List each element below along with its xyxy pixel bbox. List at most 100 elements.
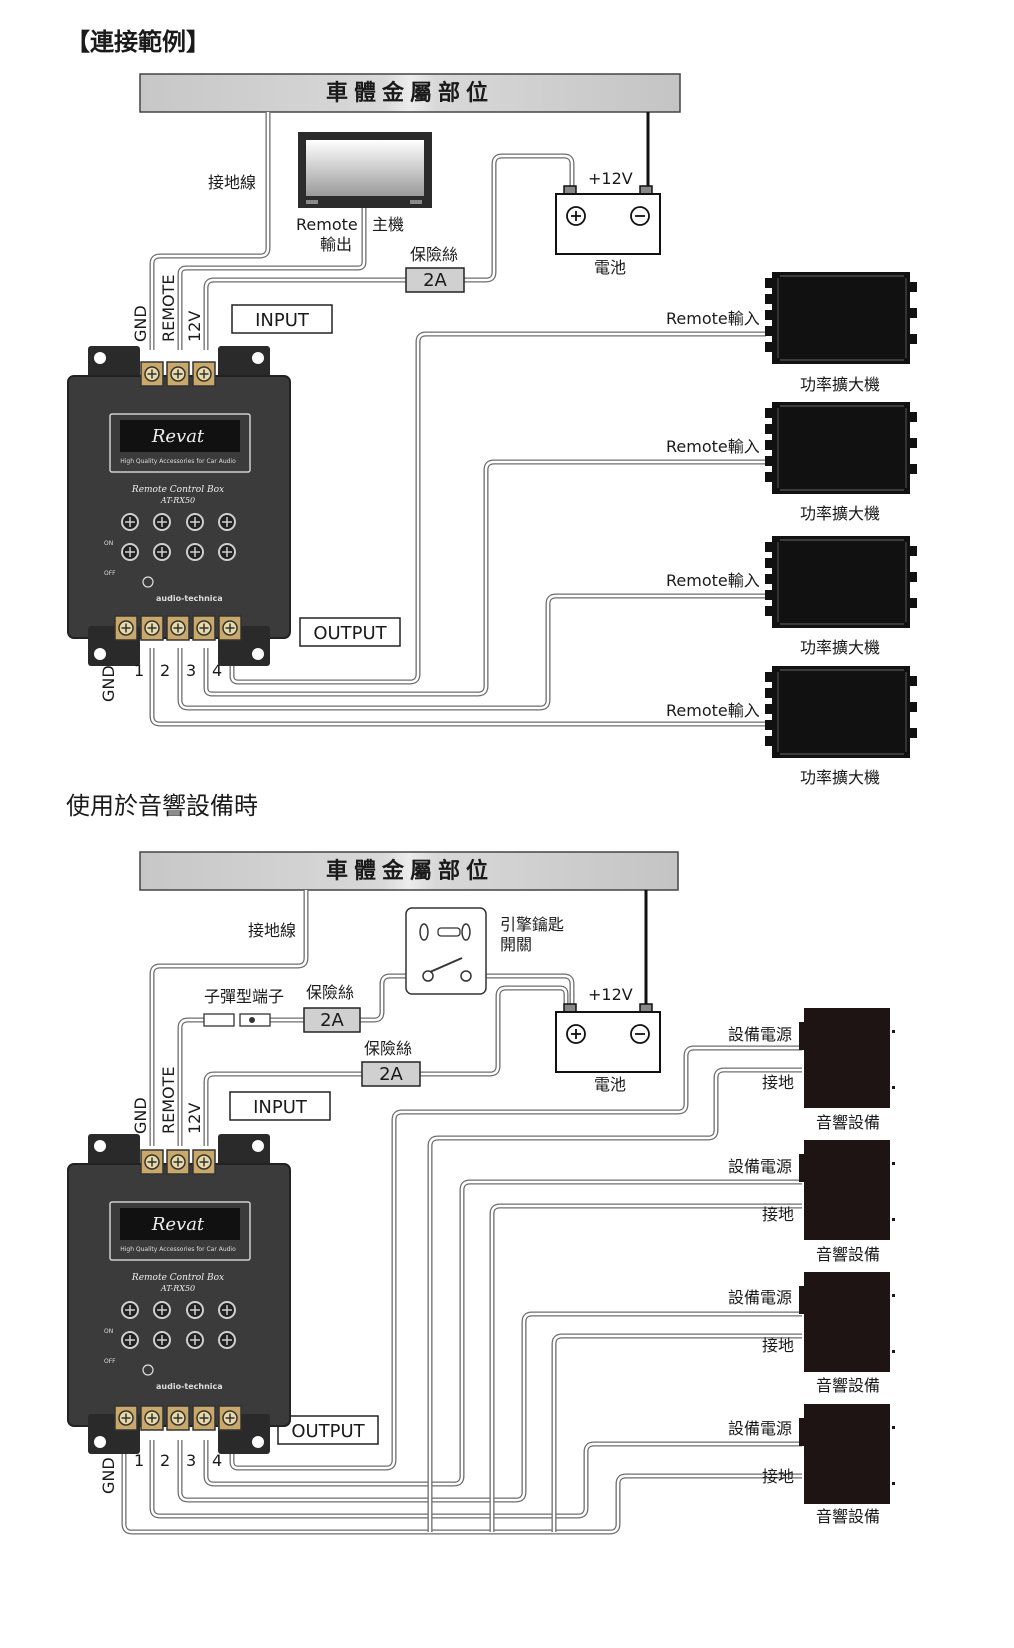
out-num-4: 4 [212, 661, 222, 680]
term-gnd-2: GND [131, 1097, 150, 1134]
device-label-3: 音響設備 [816, 1376, 880, 1395]
amp-label-1: 功率擴大機 [800, 375, 880, 394]
battery [555, 185, 661, 255]
out-num-1: 1 [134, 661, 144, 680]
amplifier-1 [764, 271, 918, 365]
fuse-label-2a: 保險絲 [306, 983, 354, 1002]
out-gnd-2: GND [99, 1457, 118, 1494]
remote-in-3: Remote輸入 [666, 571, 760, 590]
bullet-connector [203, 1013, 271, 1027]
audio-device-1 [799, 1008, 895, 1108]
head-unit-monitor [298, 132, 432, 208]
input-label-2: INPUT [253, 1097, 308, 1118]
amp-label-4: 功率擴大機 [800, 768, 880, 787]
input-box [231, 304, 333, 334]
fuse [405, 267, 465, 293]
remote-in-2: Remote輸入 [666, 437, 760, 456]
fuse-2a [303, 1007, 361, 1033]
amplifier-3 [764, 535, 918, 629]
out-num-2-3: 3 [186, 1451, 196, 1470]
remote-in-1: Remote輸入 [666, 309, 760, 328]
battery-label-2: 電池 [594, 1075, 626, 1094]
remote-output-label: Remote [296, 215, 358, 234]
out-num-2-1: 1 [134, 1451, 144, 1470]
plus12v-label-2: +12V [588, 985, 633, 1004]
chassis-label: 車體金屬部位 [326, 80, 494, 106]
brand-logo-2: Revat [151, 1214, 205, 1235]
amp-label-2: 功率擴大機 [800, 504, 880, 523]
section1-title: 【連接範例】 [66, 28, 210, 56]
plus12v-label: +12V [588, 169, 633, 188]
on-label-2: ON [104, 1328, 113, 1335]
wires-section2 [121, 890, 802, 1535]
ignition-switch [405, 907, 487, 995]
brand-logo: Revat [151, 426, 205, 447]
ground-label-3: 接地 [762, 1336, 794, 1355]
ground-label-1: 接地 [762, 1073, 794, 1092]
input-box-2 [229, 1091, 331, 1121]
chassis-label-2: 車體金屬部位 [326, 858, 494, 884]
box-name-2: Remote Control Box [131, 1273, 224, 1283]
ground-label-4: 接地 [762, 1467, 794, 1486]
ground-wire-label: 接地線 [208, 173, 256, 192]
amplifier-2 [764, 401, 918, 495]
remote-in-4: Remote輸入 [666, 701, 760, 720]
battery-2 [555, 1003, 661, 1073]
ground-label-2: 接地 [762, 1205, 794, 1224]
wires-section1 [149, 112, 766, 727]
amp-label-3: 功率擴大機 [800, 638, 880, 657]
section2-title: 使用於音響設備時 [66, 792, 258, 820]
input-label: INPUT [255, 310, 310, 331]
amplifier-4 [764, 665, 918, 759]
bullet-label: 子彈型端子 [204, 987, 284, 1006]
term-12v-2: 12V [185, 1103, 204, 1134]
fuse-label-2b: 保險絲 [364, 1039, 412, 1058]
out-gnd: GND [99, 665, 118, 702]
out-num-2: 2 [160, 661, 170, 680]
maker-logo: audio-technica [156, 594, 223, 603]
ignition-label2: 開關 [500, 935, 532, 954]
out-num-3: 3 [186, 661, 196, 680]
power-label-3: 設備電源 [728, 1288, 792, 1307]
output-box-2 [277, 1415, 379, 1445]
brand-tagline: High Quality Accessories for Car Audio [120, 458, 236, 465]
device-label-2: 音響設備 [816, 1245, 880, 1264]
brand-tagline-2: High Quality Accessories for Car Audio [120, 1246, 236, 1253]
fuse-2b [361, 1061, 421, 1087]
chassis-bar [139, 73, 681, 113]
out-num-2-4: 4 [212, 1451, 222, 1470]
box-model-2: AT-RX50 [160, 1284, 195, 1293]
audio-device-4 [799, 1404, 895, 1504]
fuse-value: 2A [423, 270, 447, 291]
off-label-2: OFF [104, 1358, 116, 1365]
ignition-label: 引擎鑰匙 [500, 915, 564, 934]
fuse-value-2b: 2A [379, 1064, 403, 1085]
remote-output-label2: 輸出 [320, 235, 352, 254]
term-gnd: GND [131, 305, 150, 342]
off-label: OFF [104, 570, 116, 577]
term-remote: REMOTE [159, 274, 178, 342]
head-unit-label: 主機 [372, 215, 404, 234]
audio-device-3 [799, 1272, 895, 1372]
maker-logo-2: audio-technica [156, 1382, 223, 1391]
power-label-1: 設備電源 [728, 1025, 792, 1044]
device-label-4: 音響設備 [816, 1507, 880, 1526]
fuse-label: 保險絲 [410, 245, 458, 264]
box-model: AT-RX50 [160, 496, 195, 505]
box-name: Remote Control Box [131, 485, 224, 495]
term-remote-2: REMOTE [159, 1066, 178, 1134]
power-label-2: 設備電源 [728, 1157, 792, 1176]
chassis-bar-2 [139, 851, 679, 891]
on-label: ON [104, 540, 113, 547]
output-label-2: OUTPUT [291, 1421, 365, 1442]
device-label-1: 音響設備 [816, 1113, 880, 1132]
power-label-4: 設備電源 [728, 1419, 792, 1438]
term-12v: 12V [185, 311, 204, 342]
ground-wire-label-2: 接地線 [248, 921, 296, 940]
output-label: OUTPUT [313, 623, 387, 644]
out-num-2-2: 2 [160, 1451, 170, 1470]
output-box [299, 617, 401, 647]
battery-label: 電池 [594, 258, 626, 277]
fuse-value-2a: 2A [320, 1010, 344, 1031]
